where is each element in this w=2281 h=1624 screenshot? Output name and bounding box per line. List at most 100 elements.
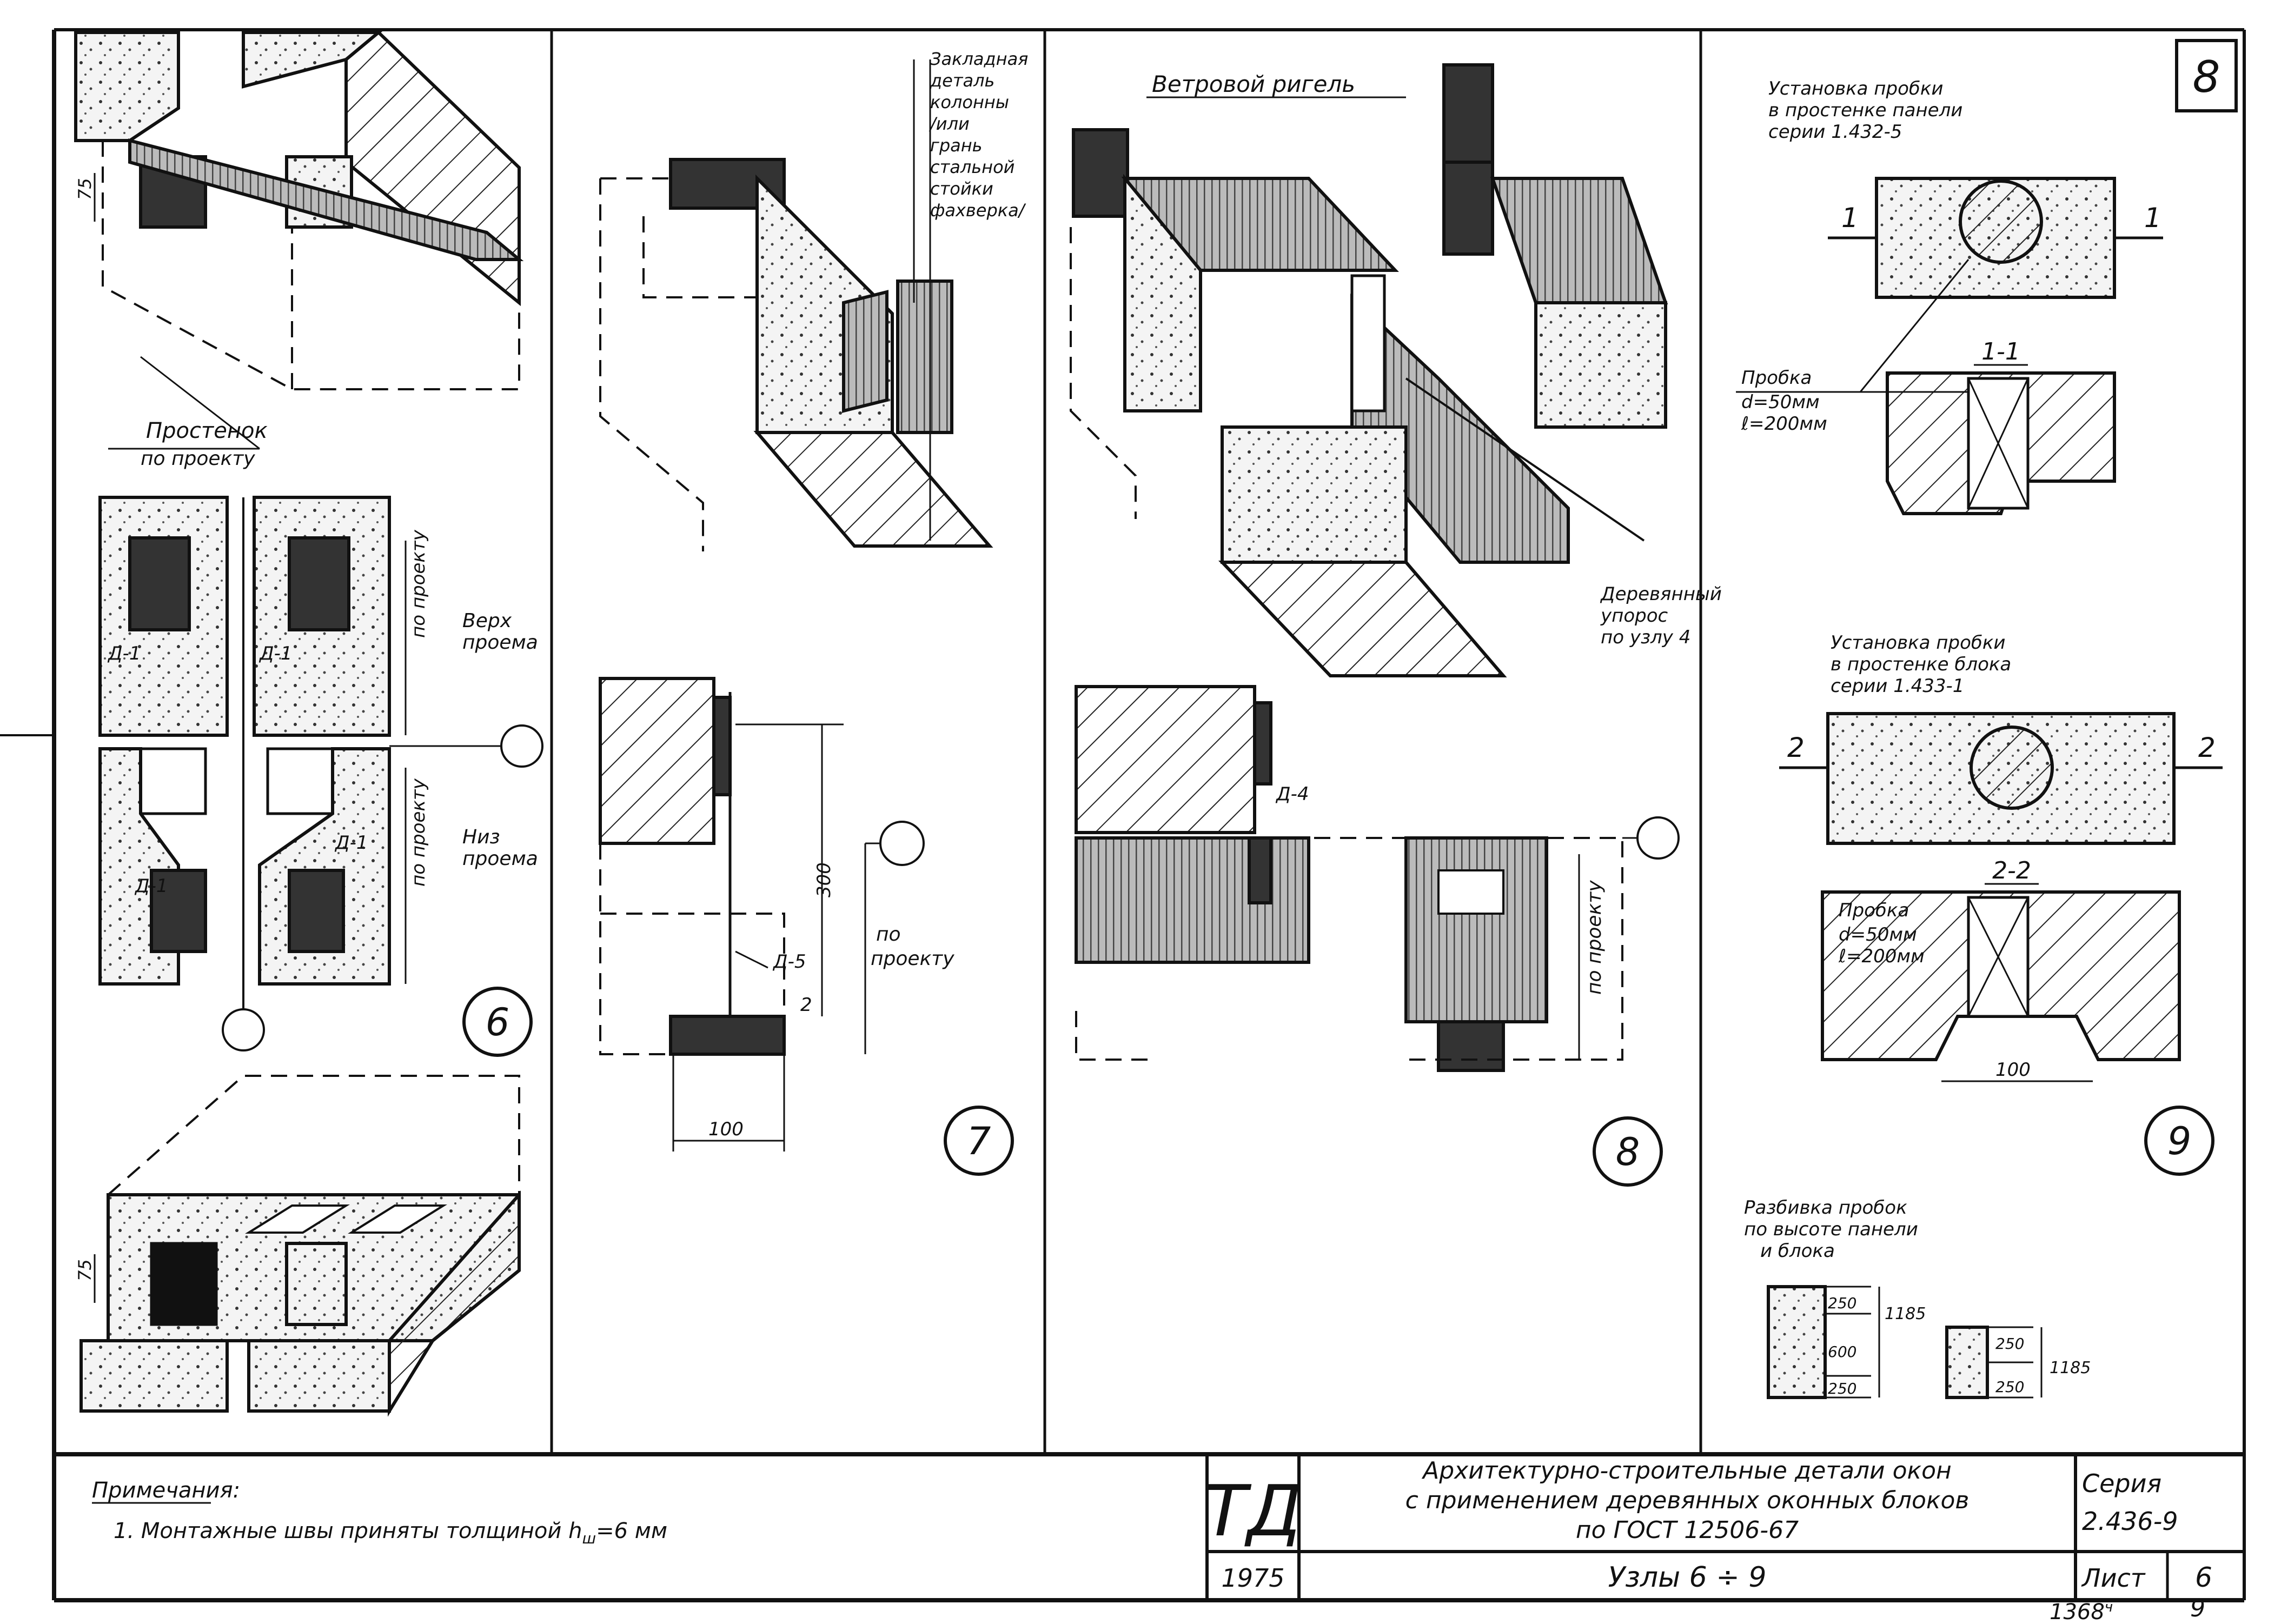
title-line-2: с применением деревянных оконных блоков — [1405, 1487, 1970, 1514]
node-6: 75 Простенок по проекту Д-1 Д-1 — [74, 30, 543, 1417]
node9-sec2-right: 2 — [2198, 732, 2216, 763]
corner-sheet-number: 8 — [2193, 52, 2220, 102]
node8-wood-1: Деревянный — [1600, 583, 1722, 605]
sheet-frame — [0, 28, 2246, 1602]
node6-top-iso: 75 Простенок по проекту — [74, 30, 524, 470]
node8-iso: Ветровой ригель Деревянный упорос по узл… — [1070, 63, 1722, 677]
node8-label: 8 — [1616, 1130, 1640, 1174]
org-mark: ТД — [1204, 1470, 1302, 1552]
node6-bottom-iso: 75 — [75, 1075, 521, 1417]
node9-sec2-left: 2 — [1787, 732, 1805, 763]
node8-by-design: по проекту — [1583, 880, 1606, 995]
corner-sheet-box: 8 — [2175, 39, 2238, 112]
node6-pier-label: Простенок — [146, 418, 268, 443]
node9-dim-1185-a: 1185 — [1885, 1304, 1926, 1323]
node9-plug2-l: ℓ=200мм — [1838, 946, 1925, 967]
node6-elevation: Д-1 Д-1 Д-1 Д-1 по проекту по проекту Ве… — [98, 496, 543, 1057]
node9-plug-layout: Разбивка пробок по высоте панели и блока… — [1744, 1197, 2091, 1399]
year: 1975 — [1221, 1563, 1284, 1593]
title-line-1: Архитектурно-строительные детали окон — [1421, 1457, 1952, 1485]
node9-install2-line3: серии 1.433-1 — [1831, 675, 1964, 697]
node6-top-opening: проема — [462, 631, 538, 654]
node6-part-d1-d: Д-1 — [334, 832, 368, 854]
node7-label: 7 — [967, 1119, 991, 1163]
node9-dim-100: 100 — [1995, 1059, 2031, 1081]
bottom-page: 9 — [2190, 1595, 2205, 1622]
node7-section: 300 2 Д-5 по проекту 100 7 — [599, 677, 1014, 1176]
node7-dim-2: 2 — [800, 994, 812, 1016]
note-1: 1. Монтажные швы приняты толщиной hш=6 м… — [114, 1519, 667, 1547]
node8-wood-2: упорос — [1600, 605, 1668, 627]
node7-dim-300: 300 — [813, 862, 835, 897]
node9-install1-line1: Установка пробки — [1768, 78, 1944, 99]
sheet-label: Лист — [2081, 1563, 2146, 1593]
node9-dim-250-a: 250 — [1828, 1294, 1856, 1312]
node6-by-design-bottom: по проекту — [408, 778, 429, 887]
node9-install1-line2: в простенке панели — [1768, 99, 1962, 121]
node7-embed-2: деталь — [930, 70, 994, 91]
node8-section: Д-4 по проекту 8 — [1075, 685, 1680, 1187]
node7-embed-4: /или — [929, 114, 970, 134]
node6-part-d1-c: Д-1 — [134, 875, 168, 897]
node9-plug2-label: Пробка — [1839, 900, 1909, 921]
node6-bottom-label: Низ — [462, 826, 500, 848]
node9-plug2-d: d=50мм — [1839, 924, 1917, 946]
node9-layout-line2: по высоте панели — [1744, 1219, 1918, 1240]
node9-install2-line1: Установка пробки — [1831, 632, 2006, 654]
bottom-stamp: 1368ч — [2050, 1599, 2113, 1624]
node7-embed-1: Закладная — [930, 49, 1028, 69]
node9-panel-plug: Установка пробки в простенке панели сери… — [1736, 78, 2163, 515]
node-7: Закладная деталь колонны /или грань стал… — [599, 49, 1028, 1176]
node7-by-design-2: проекту — [871, 948, 954, 970]
node9-sec1-right: 1 — [2144, 202, 2161, 234]
node9-install2-line2: в простенке блока — [1831, 654, 2011, 675]
notes-title: Примечания: — [92, 1478, 240, 1503]
node9-plug1-label: Пробка — [1741, 367, 1812, 389]
node7-part-d5: Д-5 — [772, 951, 806, 973]
node6-top-label: Верх — [462, 610, 512, 632]
title-line-3: по ГОСТ 12506-67 — [1576, 1516, 1799, 1544]
node7-iso — [599, 59, 993, 551]
node6-bottom-opening: проема — [462, 848, 538, 870]
node8-wind-bar-label: Ветровой ригель — [1152, 71, 1355, 97]
node9-dim-1185-b: 1185 — [2050, 1359, 2091, 1377]
node7-embed-8: фахверка/ — [930, 200, 1026, 221]
node-9: Установка пробки в простенке панели сери… — [1736, 78, 2223, 1399]
node7-dim-100: 100 — [708, 1119, 744, 1140]
series-label: Серия — [2082, 1469, 2161, 1498]
node9-section-2-2: 2-2 — [1992, 857, 2031, 884]
node7-embed-7: стойки — [930, 178, 993, 199]
node6-part-d1-b: Д-1 — [258, 643, 292, 664]
node7-embed-3: колонны — [930, 92, 1009, 112]
sheet-value: 6 — [2195, 1562, 2212, 1593]
node9-install1-line3: серии 1.432-5 — [1768, 121, 1902, 143]
series-value: 2.436-9 — [2082, 1507, 2178, 1536]
node9-sec1-left: 1 — [1841, 202, 1859, 234]
node7-embed-callout: Закладная деталь колонны /или грань стал… — [929, 49, 1028, 221]
node-8: Ветровой ригель Деревянный упорос по узл… — [1070, 63, 1722, 1187]
node8-wood-3: по узлу 4 — [1601, 627, 1690, 648]
node9-label: 9 — [2167, 1119, 2192, 1163]
node9-layout-line1: Разбивка пробок — [1744, 1197, 1907, 1219]
node9-dim-600: 600 — [1828, 1343, 1856, 1361]
node9-block-plug: Установка пробки в простенке блока серии… — [1779, 632, 2223, 1176]
node6-pier-design: по проекту — [141, 448, 255, 470]
node6-label: 6 — [486, 1000, 510, 1044]
node7-embed-6: стальной — [930, 157, 1014, 177]
drawing-subtitle: Узлы 6 ÷ 9 — [1608, 1561, 1767, 1594]
node9-plug1-d: d=50мм — [1741, 391, 1820, 413]
node9-layout-line3: и блока — [1760, 1240, 1835, 1262]
node9-dim-250-d: 250 — [1995, 1378, 2024, 1396]
node7-embed-5: грань — [930, 135, 983, 156]
node9-section-1-1: 1-1 — [1981, 338, 2020, 365]
node6-dim-75-bottom: 75 — [75, 1259, 95, 1281]
node8-part-d4: Д-4 — [1275, 783, 1309, 805]
node7-by-design-1: по — [876, 923, 901, 946]
node9-dim-250-b: 250 — [1828, 1380, 1856, 1397]
title-block: Примечания: 1. Монтажные швы приняты тол… — [92, 1457, 2212, 1624]
node9-dim-250-c: 250 — [1995, 1335, 2024, 1353]
node6-dim-75-top: 75 — [75, 178, 95, 200]
node6-by-design-top: по проекту — [408, 529, 429, 638]
node9-plug1-l: ℓ=200мм — [1741, 413, 1827, 435]
